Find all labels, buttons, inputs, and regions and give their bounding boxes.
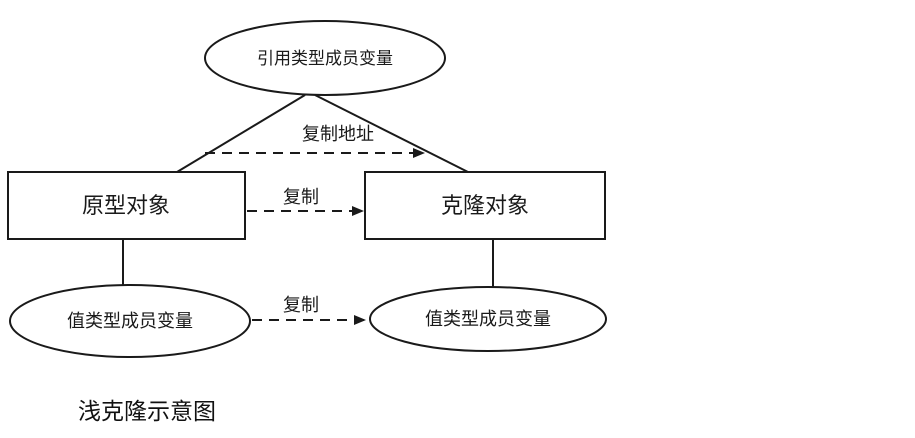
copy-object-label: 复制 [283,187,319,208]
value-member-left-node [9,284,251,358]
prototype-label: 原型对象 [82,194,170,219]
clone-label: 克隆对象 [441,194,529,219]
value-member-right-label: 值类型成员变量 [425,309,551,330]
copy-address-label: 复制地址 [302,124,374,145]
ref-link-to-clone [314,94,469,173]
clone-node [364,171,606,240]
ref-member-label: 引用类型成员变量 [257,49,393,69]
copy-value-label: 复制 [283,295,319,316]
prototype-node [7,171,246,240]
diagram-caption: 浅克隆示意图 [78,399,216,425]
value-member-right-node [369,286,607,352]
ref-member-node [204,20,446,96]
ref-link-to-prototype [176,94,306,173]
value-member-left-label: 值类型成员变量 [67,311,193,332]
